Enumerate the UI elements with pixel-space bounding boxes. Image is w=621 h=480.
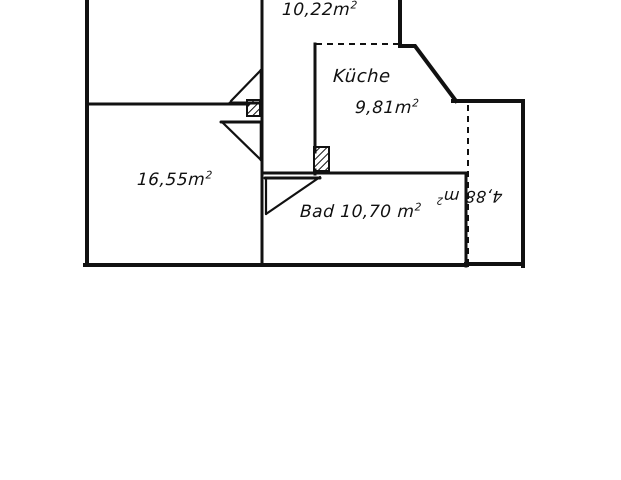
room-area-living: 16,55m (136, 170, 206, 190)
door-bath (263, 175, 322, 216)
pillar-group (246, 99, 330, 172)
room-area-kitchen: 9,81m (354, 98, 413, 118)
room-label-kitchen-name: Küche (332, 66, 392, 87)
room-area-balcony-sup: 2 (435, 194, 444, 206)
room-label-kitchen-area: 9,81m2 (354, 97, 420, 118)
room-area-living-sup: 2 (205, 169, 213, 182)
pillar-lower (313, 146, 330, 172)
room-label-balcony: 4,88 m2 (436, 187, 503, 206)
door-mid-left (219, 120, 263, 162)
wall-group-outer (83, 0, 525, 268)
room-area-bath-sup: 2 (414, 201, 423, 214)
room-area-kitchen-sup: 2 (411, 97, 420, 110)
room-area-upper-right-sup: 2 (350, 0, 358, 12)
pillar-upper (246, 99, 261, 117)
opening-group-dashed (316, 43, 469, 264)
room-label-upper-right: 10,22m2 (281, 0, 358, 20)
room-name-bath-and-area: Bad 10,70 m (299, 202, 415, 222)
room-label-living: 16,55m2 (136, 169, 213, 190)
room-area-upper-right: 10,22m (281, 0, 351, 20)
room-area-balcony: 4,88 m (442, 187, 503, 206)
wall-balcony-right (451, 99, 525, 268)
wall-diagonal-kitchen (398, 0, 459, 104)
room-label-bath: Bad 10,70 m2 (299, 201, 423, 222)
